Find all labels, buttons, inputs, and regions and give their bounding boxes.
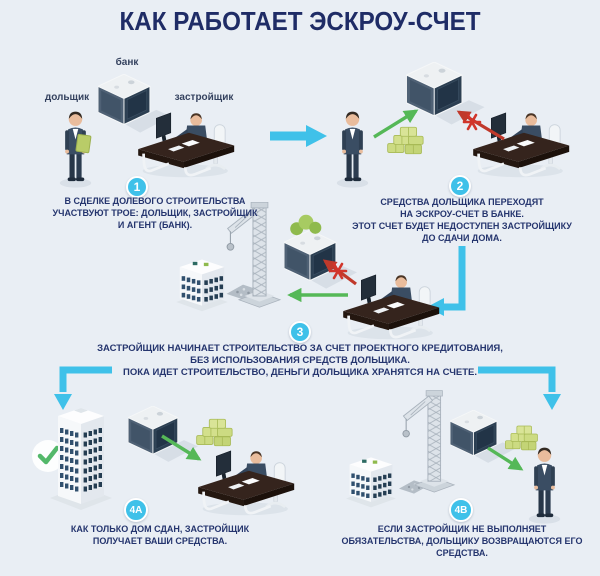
caption-line: ПОКА ИДЕТ СТРОИТЕЛЬСТВО, ДЕНЬГИ ДОЛЬЩИКА…: [122, 367, 478, 378]
developer-desk-icon: [343, 273, 441, 341]
money-stack-icon: [196, 418, 233, 447]
red-blocked-arrow: [322, 259, 357, 286]
money-stack-icon: [505, 425, 538, 451]
step-badge-2: 2: [449, 175, 471, 197]
arrow-step1-to-step2: [270, 125, 327, 147]
caption-line: БЕЗ ИСПОЛЬЗОВАНИЯ СРЕДСТВ ДОЛЬЩИКА.: [190, 355, 410, 366]
step-badge-4a: 4A: [124, 498, 148, 522]
caption-line: ПОЛУЧАЕТ ВАШИ СРЕДСТВА.: [92, 536, 228, 546]
completed-building-icon: [50, 408, 112, 510]
caption-line: СРЕДСТВА ДОЛЬЩИКА ПЕРЕХОДЯТ: [380, 197, 544, 207]
caption-line: ОБЯЗАТЕЛЬСТВА, ДОЛЬЩИКУ ВОЗВРАЩАЮТСЯ ЕГО: [341, 536, 583, 546]
caption-line: КАК ТОЛЬКО ДОМ СДАН, ЗАСТРОЙЩИК: [70, 524, 250, 534]
escrow-safe-icon: [406, 62, 485, 126]
caption-line: УЧАСТВУЮТ ТРОЕ: ДОЛЬЩИК, ЗАСТРОЙЩИК: [52, 208, 258, 218]
step-badge-3: 3: [289, 321, 311, 343]
caption-line: ЕСЛИ ЗАСТРОЙЩИК НЕ ВЫПОЛНЯЕТ: [377, 524, 547, 534]
check-icon: [32, 440, 64, 472]
unfinished-building-icon: [346, 457, 396, 508]
building-under-construction-icon: [176, 259, 228, 312]
blocked-asterisk-icon: [328, 262, 348, 280]
shareholder-figure: [528, 447, 561, 524]
shareholder-figure: [336, 111, 369, 188]
caption-line: ДО СДАЧИ ДОМА.: [422, 233, 502, 243]
step3-caption: ЗАСТРОЙЩИК НАЧИНАЕТ СТРОИТЕЛЬСТВО ЗА СЧЕ…: [40, 343, 560, 379]
green-deposit-arrow: [373, 109, 419, 139]
documents-folder-icon: [75, 133, 92, 154]
step4a-caption: КАК ТОЛЬКО ДОМ СДАН, ЗАСТРОЙЩИК ПОЛУЧАЕТ…: [30, 523, 290, 547]
label-developer: застройщик: [174, 92, 234, 103]
page-title: КАК РАБОТАЕТ ЭСКРОУ-СЧЕТ: [119, 6, 481, 36]
label-shareholder: дольщик: [44, 92, 90, 103]
caption-line: В СДЕЛКЕ ДОЛЕВОГО СТРОИТЕЛЬСТВА: [64, 196, 246, 206]
connector-step2-to-step3: [427, 246, 466, 316]
caption-line: СРЕДСТВА.: [436, 548, 488, 558]
caption-line: ЭТОТ СЧЕТ БУДЕТ НЕДОСТУПЕН ЗАСТРОЙЩИКУ: [352, 221, 572, 231]
connector-step3-to-4b: [478, 366, 561, 410]
blocked-asterisk-icon: [462, 113, 482, 131]
developer-desk-icon: [198, 449, 296, 517]
construction-crane-icon: [402, 390, 455, 493]
caption-line: ЗАСТРОЙЩИК НАЧИНАЕТ СТРОИТЕЛЬСТВО ЗА СЧЕ…: [97, 343, 503, 354]
connector-step3-to-4a: [54, 366, 112, 410]
developer-desk-icon: [473, 111, 571, 179]
step1-caption: В СДЕЛКЕ ДОЛЕВОГО СТРОИТЕЛЬСТВА УЧАСТВУЮ…: [15, 195, 295, 231]
green-refund-arrow: [487, 446, 524, 471]
escrow-safe-icon: [450, 410, 516, 464]
green-payout-arrow: [161, 434, 202, 461]
caption-line: И АГЕНТ (БАНК).: [117, 220, 193, 230]
step-badge-1: 1: [126, 176, 148, 198]
red-blocked-arrow: [456, 110, 505, 141]
step2-caption: СРЕДСТВА ДОЛЬЩИКА ПЕРЕХОДЯТ НА ЭСКРОУ-СЧ…: [328, 196, 596, 244]
step4b-caption: ЕСЛИ ЗАСТРОЙЩИК НЕ ВЫПОЛНЯЕТ ОБЯЗАТЕЛЬСТ…: [330, 523, 594, 559]
caption-line: НА ЭСКРОУ-СЧЕТ В БАНКЕ.: [400, 209, 524, 219]
step-badge-4b: 4B: [449, 498, 473, 522]
label-bank: банк: [115, 57, 139, 68]
money-stack-icon: [387, 126, 424, 155]
